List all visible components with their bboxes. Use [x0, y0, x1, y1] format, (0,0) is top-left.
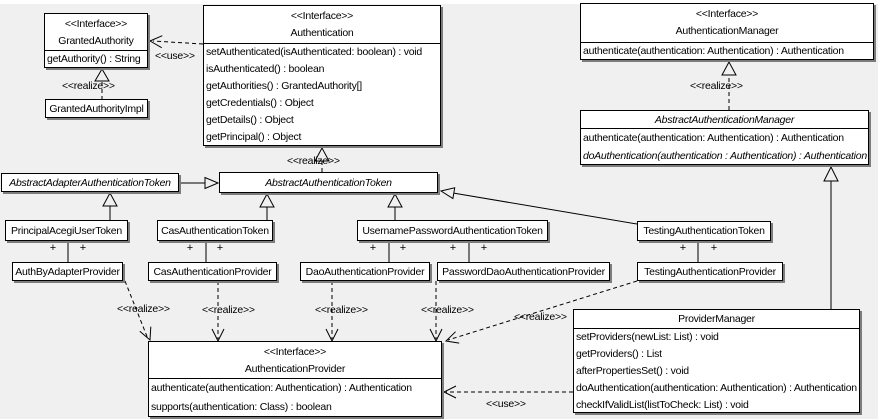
method-row: getCredentials() : Object: [206, 97, 314, 109]
edge-realize-abstract-manager: [721, 60, 737, 110]
class-username-password-authentication-token[interactable]: UsernamePasswordAuthenticationToken: [357, 220, 548, 241]
stereotype-label: <<Interface>>: [695, 8, 759, 20]
edge-label-realize: <<realize>>: [62, 80, 115, 92]
edge-association-token-provider: [67, 241, 699, 262]
method-row: getProviders() : List: [576, 348, 662, 360]
class-name: AbstractAuthenticationManager: [581, 111, 868, 129]
class-authentication-manager[interactable]: <<Interface>> AuthenticationManager auth…: [580, 3, 874, 60]
multiplicity-plus: +: [679, 242, 687, 254]
multiplicity-plus: +: [79, 242, 87, 254]
method-row: authenticate(authentication: Authenticat…: [151, 382, 412, 394]
method-row: doAuthentication(authentication : Authen…: [583, 150, 867, 162]
multiplicity-plus: +: [49, 242, 57, 254]
method-row: authenticate(authentication: Authenticat…: [583, 132, 844, 144]
edge-generalization-usernamepassword-token: [387, 192, 403, 220]
class-abstract-authentication-manager[interactable]: AbstractAuthenticationManager authentica…: [580, 110, 869, 165]
edge-use-authentication-grantedauthority: [148, 35, 204, 49]
method-row: getDetails() : Object: [206, 114, 294, 126]
class-provider-manager[interactable]: ProviderManager setProviders(newList: Li…: [573, 309, 860, 413]
class-name: AuthenticationProvider: [244, 363, 346, 375]
edge-realize-testing-provider: [444, 280, 638, 344]
multiplicity-plus: +: [710, 242, 718, 254]
class-granted-authority[interactable]: <<Interface>> GrantedAuthority getAuthor…: [44, 13, 148, 68]
method-row: doAuthentication(authentication: Authent…: [576, 382, 857, 394]
class-name: GrantedAuthorityImpl: [49, 102, 144, 115]
class-dao-authentication-provider[interactable]: DaoAuthenticationProvider: [300, 262, 430, 281]
class-name: PasswordDaoAuthenticationProvider: [442, 265, 605, 278]
canvas-top-edge: [0, 0, 878, 4]
edge-generalization-adapter-token: [179, 176, 220, 190]
class-name: UsernamePasswordAuthenticationToken: [362, 224, 543, 237]
class-testing-authentication-provider[interactable]: TestingAuthenticationProvider: [637, 262, 783, 281]
method-row: authenticate(authentication: Authenticat…: [583, 45, 844, 57]
edge-label-realize: <<realize>>: [315, 304, 368, 316]
class-name: PrincipalAcegiUserToken: [11, 224, 122, 237]
multiplicity-plus: +: [186, 242, 194, 254]
edge-realize-authbyadapter-provider: [124, 280, 152, 342]
class-name: AbstractAdapterAuthenticationToken: [9, 176, 171, 189]
edge-label-realize: <<realize>>: [202, 304, 255, 316]
class-granted-authority-impl[interactable]: GrantedAuthorityImpl: [45, 99, 148, 118]
multiplicity-plus: +: [369, 242, 377, 254]
edge-label-realize: <<realize>>: [117, 303, 170, 315]
class-cas-authentication-token[interactable]: CasAuthenticationToken: [157, 220, 273, 241]
edge-label-use: <<use>>: [155, 50, 195, 62]
edge-generalization-cas-token: [259, 192, 275, 220]
method-row: isAuthenticated() : boolean: [206, 63, 325, 75]
edge-generalization-principal-token: [102, 191, 118, 220]
class-testing-authentication-token[interactable]: TestingAuthenticationToken: [637, 221, 771, 241]
class-principal-acegi-user-token[interactable]: PrincipalAcegiUserToken: [5, 220, 128, 241]
edge-realize-grantedauthorityimpl: [94, 68, 110, 100]
class-name: CasAuthenticationToken: [161, 224, 269, 237]
class-name: AbstractAuthenticationToken: [265, 176, 392, 189]
edge-label-realize: <<realize>>: [690, 80, 743, 92]
multiplicity-plus: +: [449, 242, 457, 254]
edge-realize-abstract-token: [314, 146, 330, 172]
class-cas-authentication-provider[interactable]: CasAuthenticationProvider: [148, 262, 277, 281]
class-name: GrantedAuthority: [58, 35, 134, 47]
class-abstract-authentication-token[interactable]: AbstractAuthenticationToken: [219, 172, 438, 193]
multiplicity-plus: +: [216, 242, 224, 254]
edge-generalization-provider-manager: [823, 165, 839, 309]
stereotype-label: <<Interface>>: [263, 346, 327, 358]
class-abstract-adapter-authentication-token[interactable]: AbstractAdapterAuthenticationToken: [1, 173, 179, 192]
edge-label-use: <<use>>: [486, 398, 526, 410]
class-password-dao-authentication-provider[interactable]: PasswordDaoAuthenticationProvider: [437, 262, 610, 281]
class-name: AuthenticationManager: [675, 25, 779, 37]
method-row: afterPropertiesSet() : void: [576, 365, 689, 377]
method-row: getAuthority() : String: [47, 53, 141, 65]
multiplicity-plus: +: [480, 242, 488, 254]
edge-label-realize: <<realize>>: [421, 304, 474, 316]
method-row: getPrincipal() : Object: [206, 131, 302, 143]
edge-label-realize: <<realize>>: [287, 155, 340, 167]
class-name: TestingAuthenticationToken: [643, 225, 765, 237]
class-authentication[interactable]: <<Interface>> Authentication setAuthenti…: [203, 5, 441, 146]
method-row: setProviders(newList: List) : void: [576, 331, 719, 343]
method-row: getAuthorities() : GrantedAuthority[]: [206, 80, 362, 92]
class-name: ProviderManager: [574, 310, 859, 329]
edge-label-realize: <<realize>>: [514, 311, 567, 323]
stereotype-label: <<Interface>>: [290, 10, 354, 22]
class-authentication-provider[interactable]: <<Interface>> AuthenticationProvider aut…: [148, 341, 442, 417]
class-name: CasAuthenticationProvider: [153, 265, 272, 278]
class-name: TestingAuthenticationProvider: [644, 265, 776, 278]
multiplicity-plus: +: [399, 242, 407, 254]
method-row: setAuthenticated(isAuthenticated: boolea…: [206, 46, 422, 58]
edge-generalization-testing-token: [439, 187, 638, 225]
stereotype-label: <<Interface>>: [64, 18, 128, 30]
method-row: checkIfValidList(listToCheck: List) : vo…: [576, 399, 749, 411]
class-auth-by-adapter-provider[interactable]: AuthByAdapterProvider: [12, 262, 123, 281]
class-name: DaoAuthenticationProvider: [305, 265, 425, 278]
edge-use-providermanager-authenticationprovider: [442, 385, 573, 399]
method-row: supports(authentication: Class) : boolea…: [151, 401, 332, 413]
class-name: AuthByAdapterProvider: [15, 265, 120, 278]
class-name: Authentication: [290, 27, 354, 39]
